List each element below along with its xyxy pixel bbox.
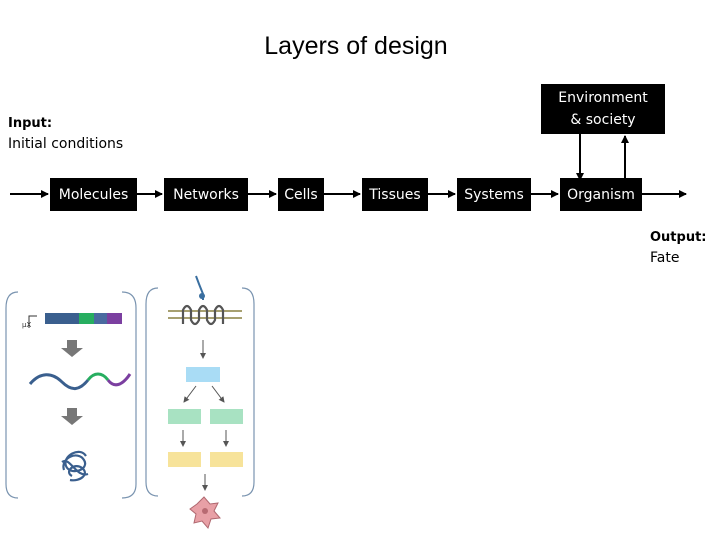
cell-nucleus-icon	[202, 508, 208, 514]
networks-panel-right-bracket	[241, 287, 255, 497]
network-node-green-left	[168, 409, 201, 424]
input-label: Input:	[8, 116, 53, 131]
mrna-wave-green-icon	[86, 372, 110, 381]
promoter-icon	[28, 315, 37, 328]
network-arrow-3	[211, 385, 225, 403]
molecules-panel-left-bracket	[5, 291, 19, 499]
mrna-wave-blue-icon	[28, 373, 90, 390]
network-node-blue	[186, 367, 220, 382]
network-arrow-2	[183, 385, 197, 403]
promoter-mark-icon: μX	[22, 321, 31, 329]
network-node-green-right	[210, 409, 243, 424]
transcription-arrow-icon	[61, 340, 83, 357]
layer-systems: Systems	[457, 178, 531, 211]
layer-tissues: Tissues	[362, 178, 428, 211]
gene-segment-green-icon	[79, 313, 94, 324]
environment-line1: Environment	[558, 90, 648, 106]
network-node-yellow-right	[210, 452, 243, 467]
molecules-panel: μX	[5, 291, 137, 499]
receptor-icon	[181, 304, 225, 326]
output-text: Fate	[650, 250, 680, 266]
gene-segment-purple-icon	[107, 313, 122, 324]
environment-line2: & society	[570, 112, 636, 128]
network-node-yellow-left	[168, 452, 201, 467]
environment-box: Environment & society	[541, 84, 665, 134]
layer-molecules: Molecules	[50, 178, 137, 211]
diagram-title: Layers of design	[264, 32, 448, 60]
protein-icon	[61, 450, 89, 482]
molecules-panel-right-bracket	[121, 291, 137, 499]
output-label: Output:	[650, 230, 707, 245]
layer-cells: Cells	[278, 178, 324, 211]
layer-organism: Organism	[560, 178, 642, 211]
gene-segment-blue-icon	[45, 313, 79, 324]
networks-panel-left-bracket	[145, 287, 159, 497]
translation-arrow-icon	[61, 408, 83, 425]
ligand-head-icon	[199, 293, 205, 299]
networks-panel	[145, 275, 255, 529]
input-text: Initial conditions	[8, 136, 124, 152]
gene-segment-mid-icon	[94, 313, 107, 324]
mrna-wave-purple-icon	[106, 373, 132, 387]
layer-networks: Networks	[164, 178, 248, 211]
